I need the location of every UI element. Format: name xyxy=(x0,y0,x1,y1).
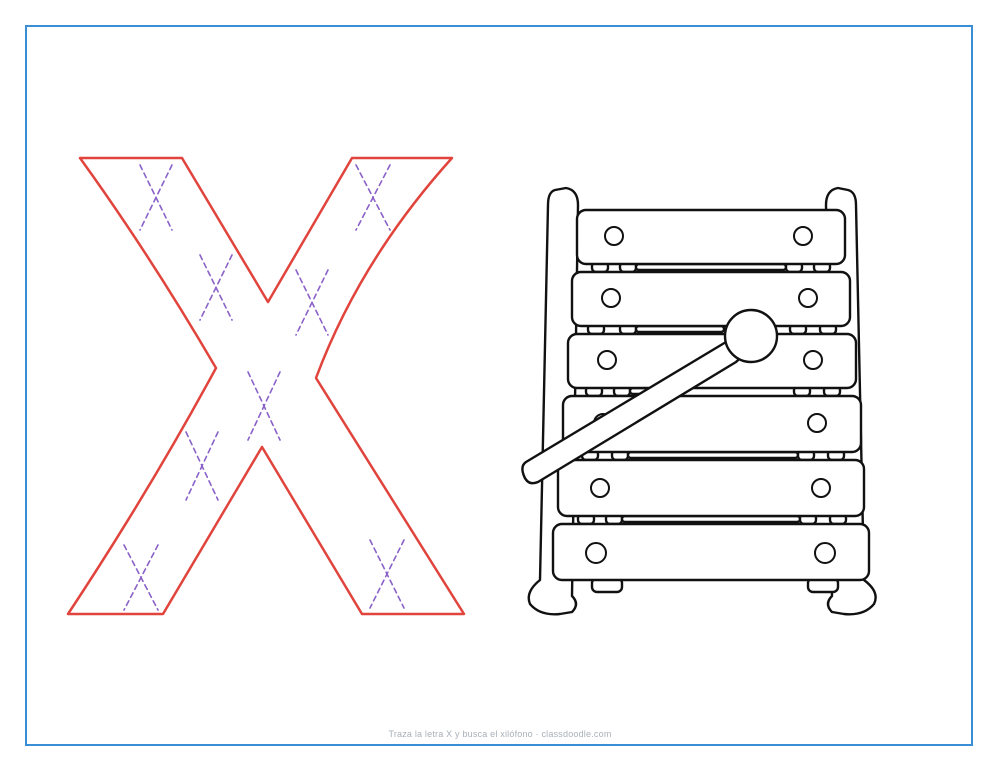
mallet-icon xyxy=(521,308,779,485)
trace-guides xyxy=(123,164,405,611)
page-border xyxy=(25,25,973,746)
letter-x-outline xyxy=(66,156,466,616)
worksheet-footer: Traza la letra X y busca el xilófono · c… xyxy=(388,729,612,739)
xylophone-icon xyxy=(521,186,877,616)
